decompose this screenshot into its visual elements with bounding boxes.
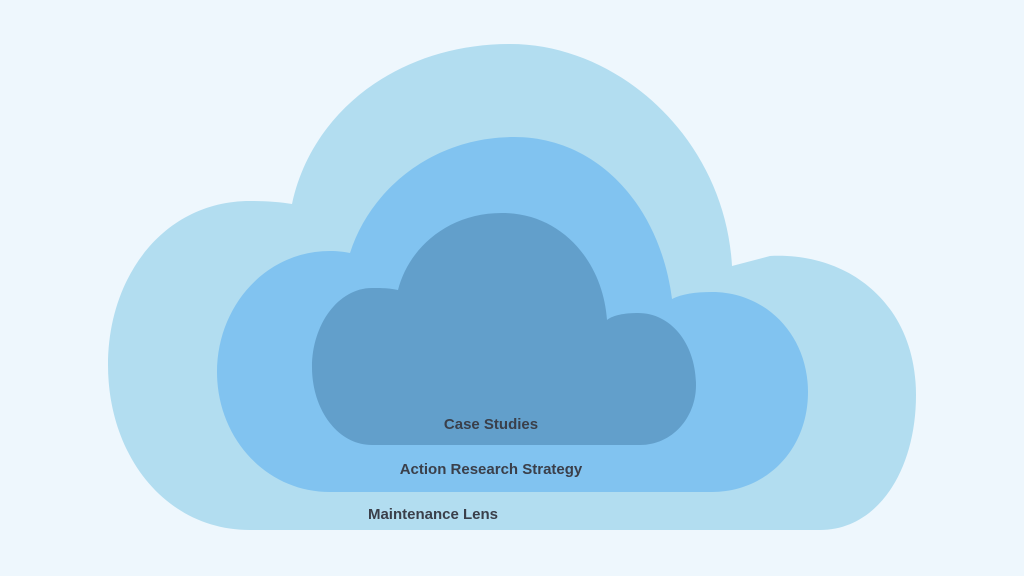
middle-cloud-label: Action Research Strategy [400,461,583,478]
outer-cloud-label: Maintenance Lens [368,506,498,523]
inner-cloud-shape [312,213,696,445]
inner-cloud-label: Case Studies [444,416,538,433]
inner-cloud [312,213,696,445]
